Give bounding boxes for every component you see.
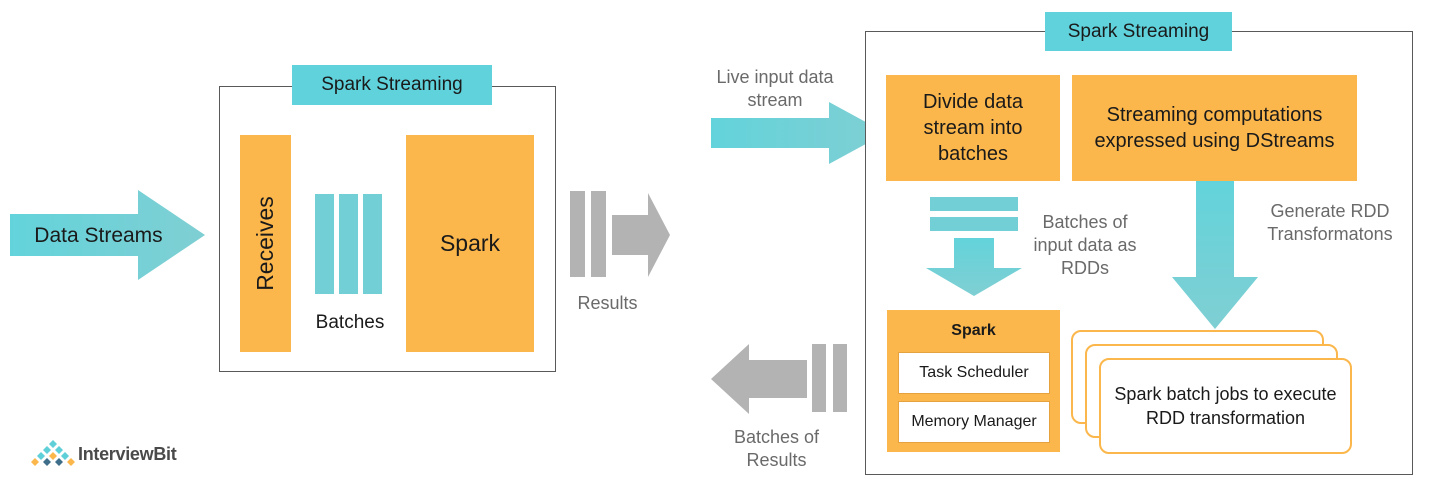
rdd-batch-bar (930, 217, 1018, 231)
batch-bar (315, 194, 334, 294)
batch-bar (339, 194, 358, 294)
spark-engine-title: Spark (951, 322, 996, 339)
receives-label: Receives (252, 196, 279, 291)
results-label: Results (577, 293, 638, 313)
left-spark-streaming-tag: Spark Streaming (292, 65, 492, 105)
batches-label: Batches (315, 312, 385, 333)
live-input-label: Live input data stream (716, 67, 834, 110)
batch-job-card-front: Spark batch jobs to execute RDD transfor… (1099, 358, 1352, 454)
data-streams-label: Data Streams (34, 224, 163, 247)
dstreams-computations-text: Streaming computations expressed using D… (1094, 104, 1335, 152)
spark-label: Spark (439, 230, 501, 256)
batches-results-label: Batches of Results (733, 427, 820, 470)
results-bar (591, 191, 606, 277)
rdd-batch-bar (930, 197, 1018, 211)
spark-block: Spark (406, 135, 534, 352)
divide-batches-box: Divide data stream into batches (886, 75, 1060, 181)
batch-jobs-text: Spark batch jobs to execute RDD transfor… (1114, 384, 1337, 428)
interviewbit-logo-icon (31, 440, 75, 466)
results-batch-bar (812, 344, 826, 412)
rdd-down-arrow (926, 238, 1022, 296)
receives-block: Receives (240, 135, 291, 352)
batch-bar (363, 194, 382, 294)
batches-results-arrow (711, 344, 807, 414)
generate-rdd-label: Generate RDD Transformatons (1267, 201, 1393, 244)
task-scheduler-box: Task Scheduler (898, 352, 1050, 394)
results-bar (570, 191, 585, 277)
live-input-arrow (711, 102, 886, 164)
interviewbit-logo-text: InterviewBit (78, 444, 177, 464)
generate-rdd-arrow (1172, 181, 1258, 329)
batches-rdd-label: Batches of input data as RDDs (1033, 212, 1137, 278)
results-batch-bar (833, 344, 847, 412)
data-streams-arrow (10, 190, 205, 280)
results-arrow (612, 193, 670, 277)
right-spark-streaming-tag: Spark Streaming (1045, 12, 1232, 51)
dstreams-computations-box: Streaming computations expressed using D… (1072, 75, 1357, 181)
spark-engine-box: Spark Task Scheduler Memory Manager (887, 310, 1060, 452)
memory-manager-box: Memory Manager (898, 401, 1050, 443)
divide-batches-text: Divide data stream into batches (922, 91, 1024, 165)
